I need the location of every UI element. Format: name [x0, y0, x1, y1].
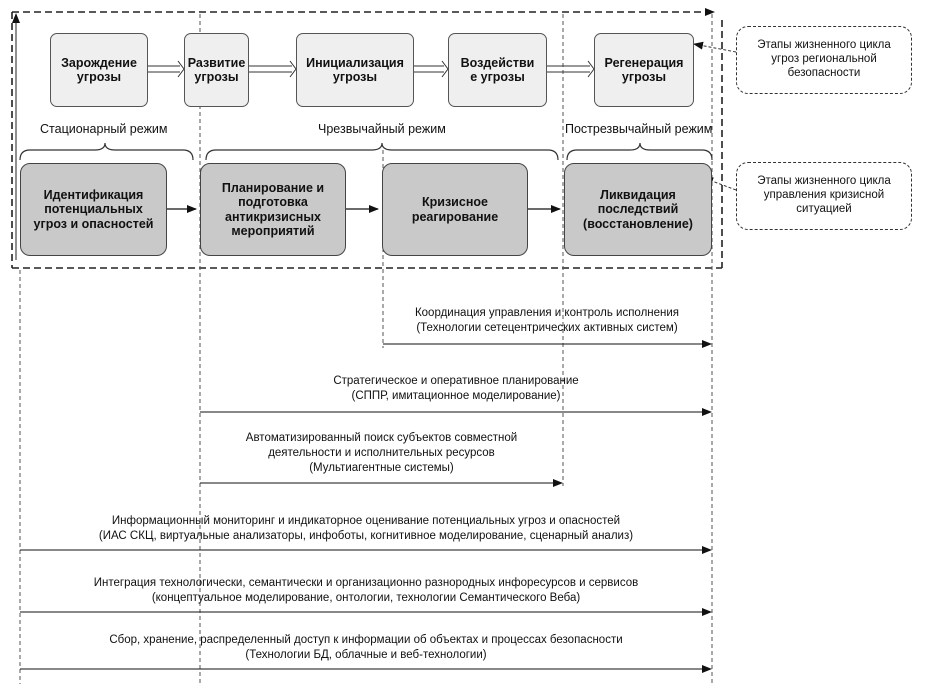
mode-braces [19, 142, 713, 161]
note-pointers [693, 41, 737, 191]
technology-arrows [20, 340, 712, 673]
note-crisis-cycle: Этапы жизненного цикла управления кризис… [736, 162, 912, 230]
threat-stage-regeneration: Регенерация угрозы [594, 33, 694, 107]
note-text: Этапы жизненного цикла управления кризис… [757, 175, 891, 215]
crisis-stage-label: Идентификация потенциальных угроз и опас… [33, 187, 154, 231]
note-text: Этапы жизненного цикла угроз регионально… [757, 39, 891, 79]
threat-stage-label: Регенерация угрозы [604, 55, 684, 84]
tech-label-storage: Сбор, хранение, распределенный доступ к … [109, 634, 623, 661]
threat-stage-label: Инициализация угрозы [306, 55, 404, 84]
mode-label-emergency: Чрезвычайный режим [318, 122, 446, 136]
crisis-stage-label: Кризисное реагирование [411, 195, 499, 224]
threat-stage-initialization: Инициализация угрозы [296, 33, 414, 107]
threat-stage-label: Развитие угрозы [187, 55, 246, 84]
mode-label-stationary: Стационарный режим [40, 122, 168, 136]
crisis-stage-identification: Идентификация потенциальных угроз и опас… [20, 163, 167, 256]
tech-label-monitoring: Информационный мониторинг и индикаторное… [98, 515, 634, 542]
tech-label-planning: Стратегическое и оперативное планировани… [333, 375, 579, 402]
crisis-stage-recovery: Ликвидация последствий (восстановление) [564, 163, 712, 256]
threat-stage-development: Развитие угрозы [184, 33, 249, 107]
threat-stage-origin: Зарождение угрозы [50, 33, 148, 107]
tech-label-coordination: Координация управления и контроль исполн… [414, 307, 680, 334]
crisis-stage-label: Планирование и подготовка антикризисных … [221, 180, 325, 238]
tech-label-integration: Интеграция технологически, семантически … [93, 577, 639, 604]
crisis-stage-planning: Планирование и подготовка антикризисных … [200, 163, 346, 256]
tech-label-search: Автоматизированный поиск субъектов совме… [245, 432, 518, 474]
outer-frame [11, 8, 723, 269]
threat-stage-label: Воздействи е угрозы [460, 55, 535, 84]
crisis-stage-label: Ликвидация последствий (восстановление) [583, 187, 693, 231]
crisis-stage-response: Кризисное реагирование [382, 163, 528, 256]
threat-stage-impact: Воздействи е угрозы [448, 33, 547, 107]
threat-stage-label: Зарождение угрозы [61, 55, 137, 84]
note-threat-cycle: Этапы жизненного цикла угроз регионально… [736, 26, 912, 94]
mode-label-post-emergency: Пострезвычайный режим [565, 122, 713, 136]
